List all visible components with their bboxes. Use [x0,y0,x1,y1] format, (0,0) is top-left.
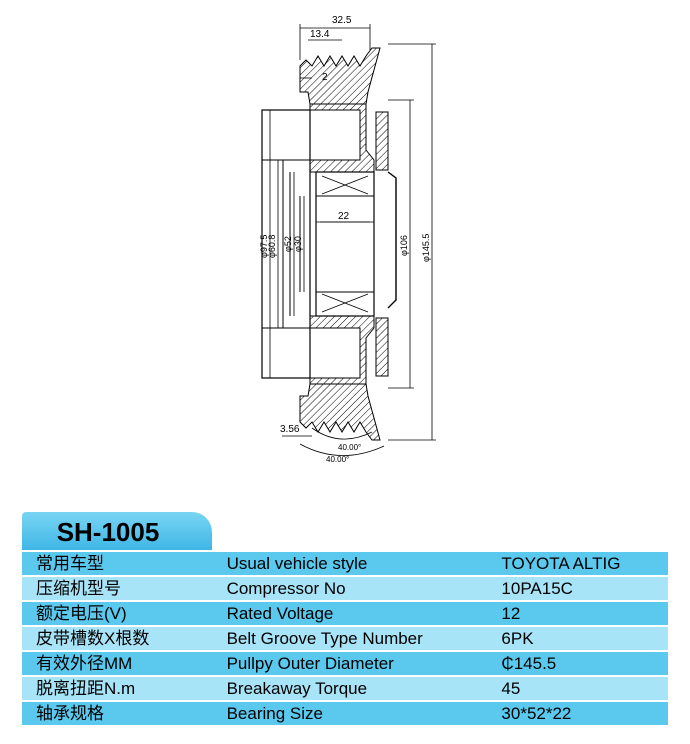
table-row: 额定电压(V) Rated Voltage 12 [22,600,668,626]
dim-d97: φ97.5 [259,235,269,258]
spec-label-en: Usual vehicle style [212,550,488,576]
bearing [315,171,375,317]
spec-value: 45 [487,675,668,701]
spec-label-cn: 额定电压(V) [22,600,213,626]
dim-d145: φ145.5 [421,234,431,262]
spec-label-en: Compressor No [212,575,488,601]
spec-value: ₵145.5 [487,650,668,676]
spec-label-cn: 脱离扭距N.m [22,675,213,701]
armature-plate-top [375,111,389,171]
table-row: 皮带槽数X根数 Belt Groove Type Number 6PK [22,625,668,651]
spec-label-cn: 压缩机型号 [22,575,213,601]
table-row: 常用车型 Usual vehicle style TOYOTA ALTIG [22,550,668,576]
dim-groove-width: 13.4 [310,29,330,40]
spec-value: 30*52*22 [487,700,668,725]
table-row: 脱离扭距N.m Breakaway Torque 45 [22,675,668,701]
dim-d106: φ106 [399,235,409,256]
spec-label-cn: 常用车型 [22,550,213,576]
dim-bore: 22 [338,211,350,222]
dim-d52: φ52 [283,236,293,252]
spec-value: TOYOTA ALTIG [487,550,668,576]
spec-label-cn: 有效外径MM [22,650,213,676]
spec-label-cn: 轴承规格 [22,700,213,725]
spec-value: 12 [487,600,668,626]
spec-value: 10PA15C [487,575,668,601]
hub-web-bottom [309,315,375,385]
coil-housing [261,109,311,379]
pulley-cross-section-drawing: 32.5 13.4 2 22 φ97.5 φ60.8 φ52 φ30 φ106 … [259,15,436,464]
spec-value: 6PK [487,625,668,651]
dim-d60: φ60.8 [267,235,277,258]
spec-label-en: Breakaway Torque [212,675,488,701]
spec-label-en: Bearing Size [212,700,488,725]
spec-table: 常用车型 Usual vehicle style TOYOTA ALTIG 压缩… [22,550,668,725]
dim-pitch: 3.56 [280,424,300,435]
spec-label-cn: 皮带槽数X根数 [22,625,213,651]
table-row: 压缩机型号 Compressor No 10PA15C [22,575,668,601]
spec-label-en: Rated Voltage [212,600,488,626]
dim-offset: 2 [322,72,328,83]
model-title: SH-1005 [56,517,160,547]
table-row: 轴承规格 Bearing Size 30*52*22 [22,700,668,725]
hub-web-top [309,103,375,173]
table-row: 有效外径MM Pullpy Outer Diameter ₵145.5 [22,650,668,676]
dim-top-overall: 32.5 [332,15,352,26]
dim-angle-outer: 40.00° [326,455,349,464]
pulley-rim-top [299,47,381,105]
spec-label-en: Pullpy Outer Diameter [212,650,488,676]
spec-label-en: Belt Groove Type Number [212,625,488,651]
dim-angle-inner: 40.00° [338,443,361,452]
pulley-rim-bottom [299,383,381,441]
armature-plate-bottom [375,317,389,377]
dim-d30: φ30 [293,236,303,252]
model-tab: SH-1005 [22,512,212,550]
